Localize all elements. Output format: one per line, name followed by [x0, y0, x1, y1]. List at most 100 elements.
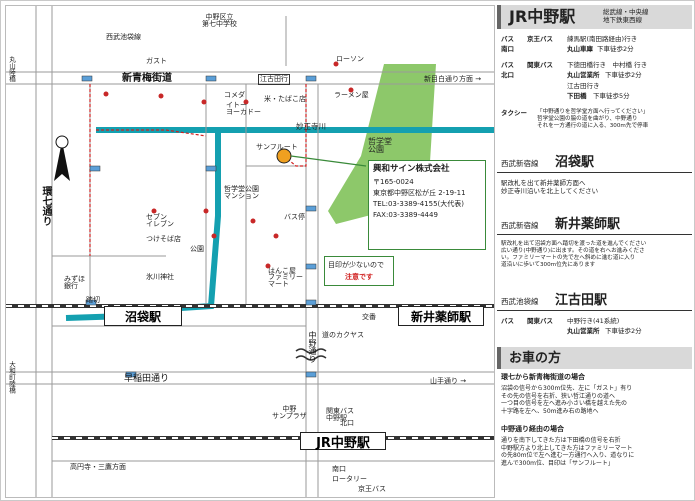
label-kome: 米・たばこ店	[264, 95, 306, 103]
jr-bus2-route1: 下徳田橋行き 中村橋 行き	[567, 61, 648, 69]
araiyakushi-header: 西武新宿線 新井薬師駅	[497, 215, 692, 235]
note-warning: 注意です	[345, 273, 373, 281]
jr-bus1-sub: 南口	[501, 45, 514, 53]
numabukuro-header: 西武新宿線 沼袋駅	[497, 153, 692, 173]
note-text: 目印が少ないので	[328, 261, 384, 269]
ekoda-stop: 丸山営業所	[567, 327, 600, 335]
ekoda-title: 江古田駅	[555, 293, 608, 308]
directions-panel: JR中野駅 総武線・中央線 地下鉄東西線 バス 南口 京王バス 練馬駅(南田路経…	[497, 5, 692, 498]
company-callout: 興和サイン株式会社 〒165-0024 東京都中野区松が丘 2-19-11 TE…	[368, 160, 486, 250]
car-title: お車の方	[509, 351, 562, 366]
label-kitaguchi: 北口	[340, 419, 354, 427]
label-kouban: 交番	[362, 313, 376, 321]
label-hankoya: はんこ屋	[268, 267, 296, 275]
road-waseda: 早稲田通り	[124, 374, 170, 384]
label-mansion: 哲学堂公園 マンション	[224, 185, 259, 200]
label-kitaguchi-bus: 関東バス 中野駅	[326, 407, 354, 422]
ekoda-line: 西武池袋線	[501, 297, 539, 306]
car-h2: 中野通り経由の場合	[501, 425, 564, 433]
jr-bus1-company: 京王バス	[527, 35, 553, 43]
label-oomachi: 大和町陸橋	[7, 361, 16, 394]
jr-bus2-sub: 北口	[501, 71, 514, 79]
jr-bus2-tag: バス	[501, 61, 514, 69]
company-zip: 〒165-0024	[373, 178, 414, 186]
jr-bus2-route2: 江古田行き	[567, 82, 600, 90]
jr-bus2-stop1: 丸山営業所	[567, 71, 600, 79]
araiyakushi-text: 駅改札を出て沼袋方面へ踏切を渡った道を進んでください 広い通り(中野通り)に出ま…	[501, 241, 647, 268]
company-fax: FAX:03-3389-4449	[373, 211, 438, 219]
road-ome: 新青梅街道	[122, 73, 172, 84]
label-park: 公園	[190, 245, 204, 253]
label-bus-stop: バス停	[284, 213, 305, 221]
nakano-station-label: JR中野駅	[316, 435, 370, 451]
label-ito: イトー ヨーカドー	[226, 101, 261, 116]
label-mizuho: みずほ 銀行	[64, 275, 85, 290]
jr-title: JR中野駅	[509, 7, 576, 26]
araiyakushi-station: 新井薬師駅	[398, 306, 484, 326]
car-h1: 環七から新青梅街道の場合	[501, 373, 585, 381]
label-sanfuruto: サンフルート	[256, 143, 298, 151]
jr-bus1-walk: 下車徒歩2分	[597, 45, 634, 53]
numabukuro-line: 西武新宿線	[501, 159, 539, 168]
road-nakano: 中野通り	[308, 331, 317, 363]
road-kannana: 環七通り	[40, 186, 51, 226]
label-gast: ガスト	[146, 57, 167, 65]
label-rotary: ロータリー	[332, 475, 367, 483]
label-seibu-ikebukuro: 西武池袋線	[106, 33, 141, 41]
jr-taxi-tag: タクシー	[501, 109, 527, 117]
jr-lines: 総武線・中央線 地下鉄東西線	[603, 8, 649, 25]
label-ramen: ラーメン屋	[334, 91, 369, 99]
label-fumikiri: 踏切	[86, 296, 100, 304]
numabukuro-title: 沼袋駅	[555, 155, 595, 170]
car-header: お車の方	[497, 347, 692, 369]
label-komeda: コメダ	[224, 91, 245, 99]
note-callout: 目印が少ないので 注意です	[324, 256, 394, 286]
label-keio: 京王バス	[358, 485, 386, 493]
label-sunplaza: 中野 サンプラザ	[272, 405, 307, 420]
destination-marker	[276, 148, 292, 164]
ekoda-tag: バス	[501, 317, 514, 325]
jr-bus2-walk1: 下車徒歩2分	[605, 71, 642, 79]
map-graphics	[6, 6, 494, 497]
north-arrow	[54, 135, 70, 181]
label-myoshoji: 妙正寺川	[296, 122, 326, 131]
jr-bus1-stop: 丸山車庫	[567, 45, 593, 53]
route-line	[283, 84, 307, 167]
label-famima: ファミリー マート	[268, 273, 303, 288]
numabukuro-text: 駅改札を出て新井薬師方面へ 妙正寺川沿いを北上してください	[501, 179, 599, 196]
ekoda-walk: 下車徒歩2分	[605, 327, 642, 335]
company-address: 東京都中野区松が丘 2-19-11	[373, 189, 466, 197]
road-shinmejiro: 新目白通り方面 →	[424, 75, 482, 83]
label-tetsugakudo-park: 哲学堂 公園	[368, 137, 392, 154]
jr-bus2-stop2: 下田橋	[567, 92, 587, 100]
label-tsukesoba: つけそば店	[146, 235, 181, 243]
company-name: 興和サイン株式会社	[373, 164, 450, 174]
numabukuro-station-label: 沼袋駅	[124, 309, 161, 324]
jr-bus1-route: 練馬駅(南田路経由)行き	[567, 35, 638, 43]
car-t1: 沼袋の信号から300m位先、左に「ガスト」有り その先の信号を右折、狭い哲江通り…	[501, 385, 633, 415]
label-lawson: ローソン	[336, 55, 364, 63]
label-hikawa: 氷川神社	[146, 273, 174, 281]
nakano-station: JR中野駅	[300, 432, 386, 451]
car-t2: 通りを南下してきた方は下田橋の信号を右折 中野駅方より北上してきた方はファミリー…	[501, 437, 635, 467]
araiyakushi-title: 新井薬師駅	[555, 217, 621, 232]
araiyakushi-station-label: 新井薬師駅	[410, 309, 471, 324]
araiyakushi-line: 西武新宿線	[501, 221, 539, 230]
road-yamate: 山手通り →	[430, 377, 467, 385]
jr-bus1-tag: バス	[501, 35, 514, 43]
numabukuro-station: 沼袋駅	[104, 306, 182, 326]
label-ekoda-bus: 江古田行	[258, 74, 290, 85]
label-seven: セブン イレブン	[146, 213, 174, 228]
ekoda-header: 西武池袋線 江古田駅	[497, 291, 692, 311]
label-school: 中野区立 第七中学校	[202, 13, 237, 28]
label-minamiguchi: 南口	[332, 465, 346, 473]
label-maruyama: 丸山陸橋	[7, 56, 16, 82]
road-takaido: 高円寺・三鷹方面	[70, 463, 126, 471]
company-tel: TEL:03-3389-4155(大代表)	[373, 200, 465, 208]
jr-bus2-walk2: 下車徒歩5分	[593, 92, 630, 100]
access-map: 新青梅街道 早稲田通り 環七通り 中野通り 山手通り → 新目白通り方面 → 高…	[5, 5, 495, 498]
jr-bus2-company: 関東バス	[527, 61, 553, 69]
ekoda-company: 関東バス	[527, 317, 553, 325]
jr-taxi-text: 「中野通りを哲学堂方面へ行ってください」 哲学堂公園の脇の道を曲がり、中野通り …	[537, 109, 649, 129]
